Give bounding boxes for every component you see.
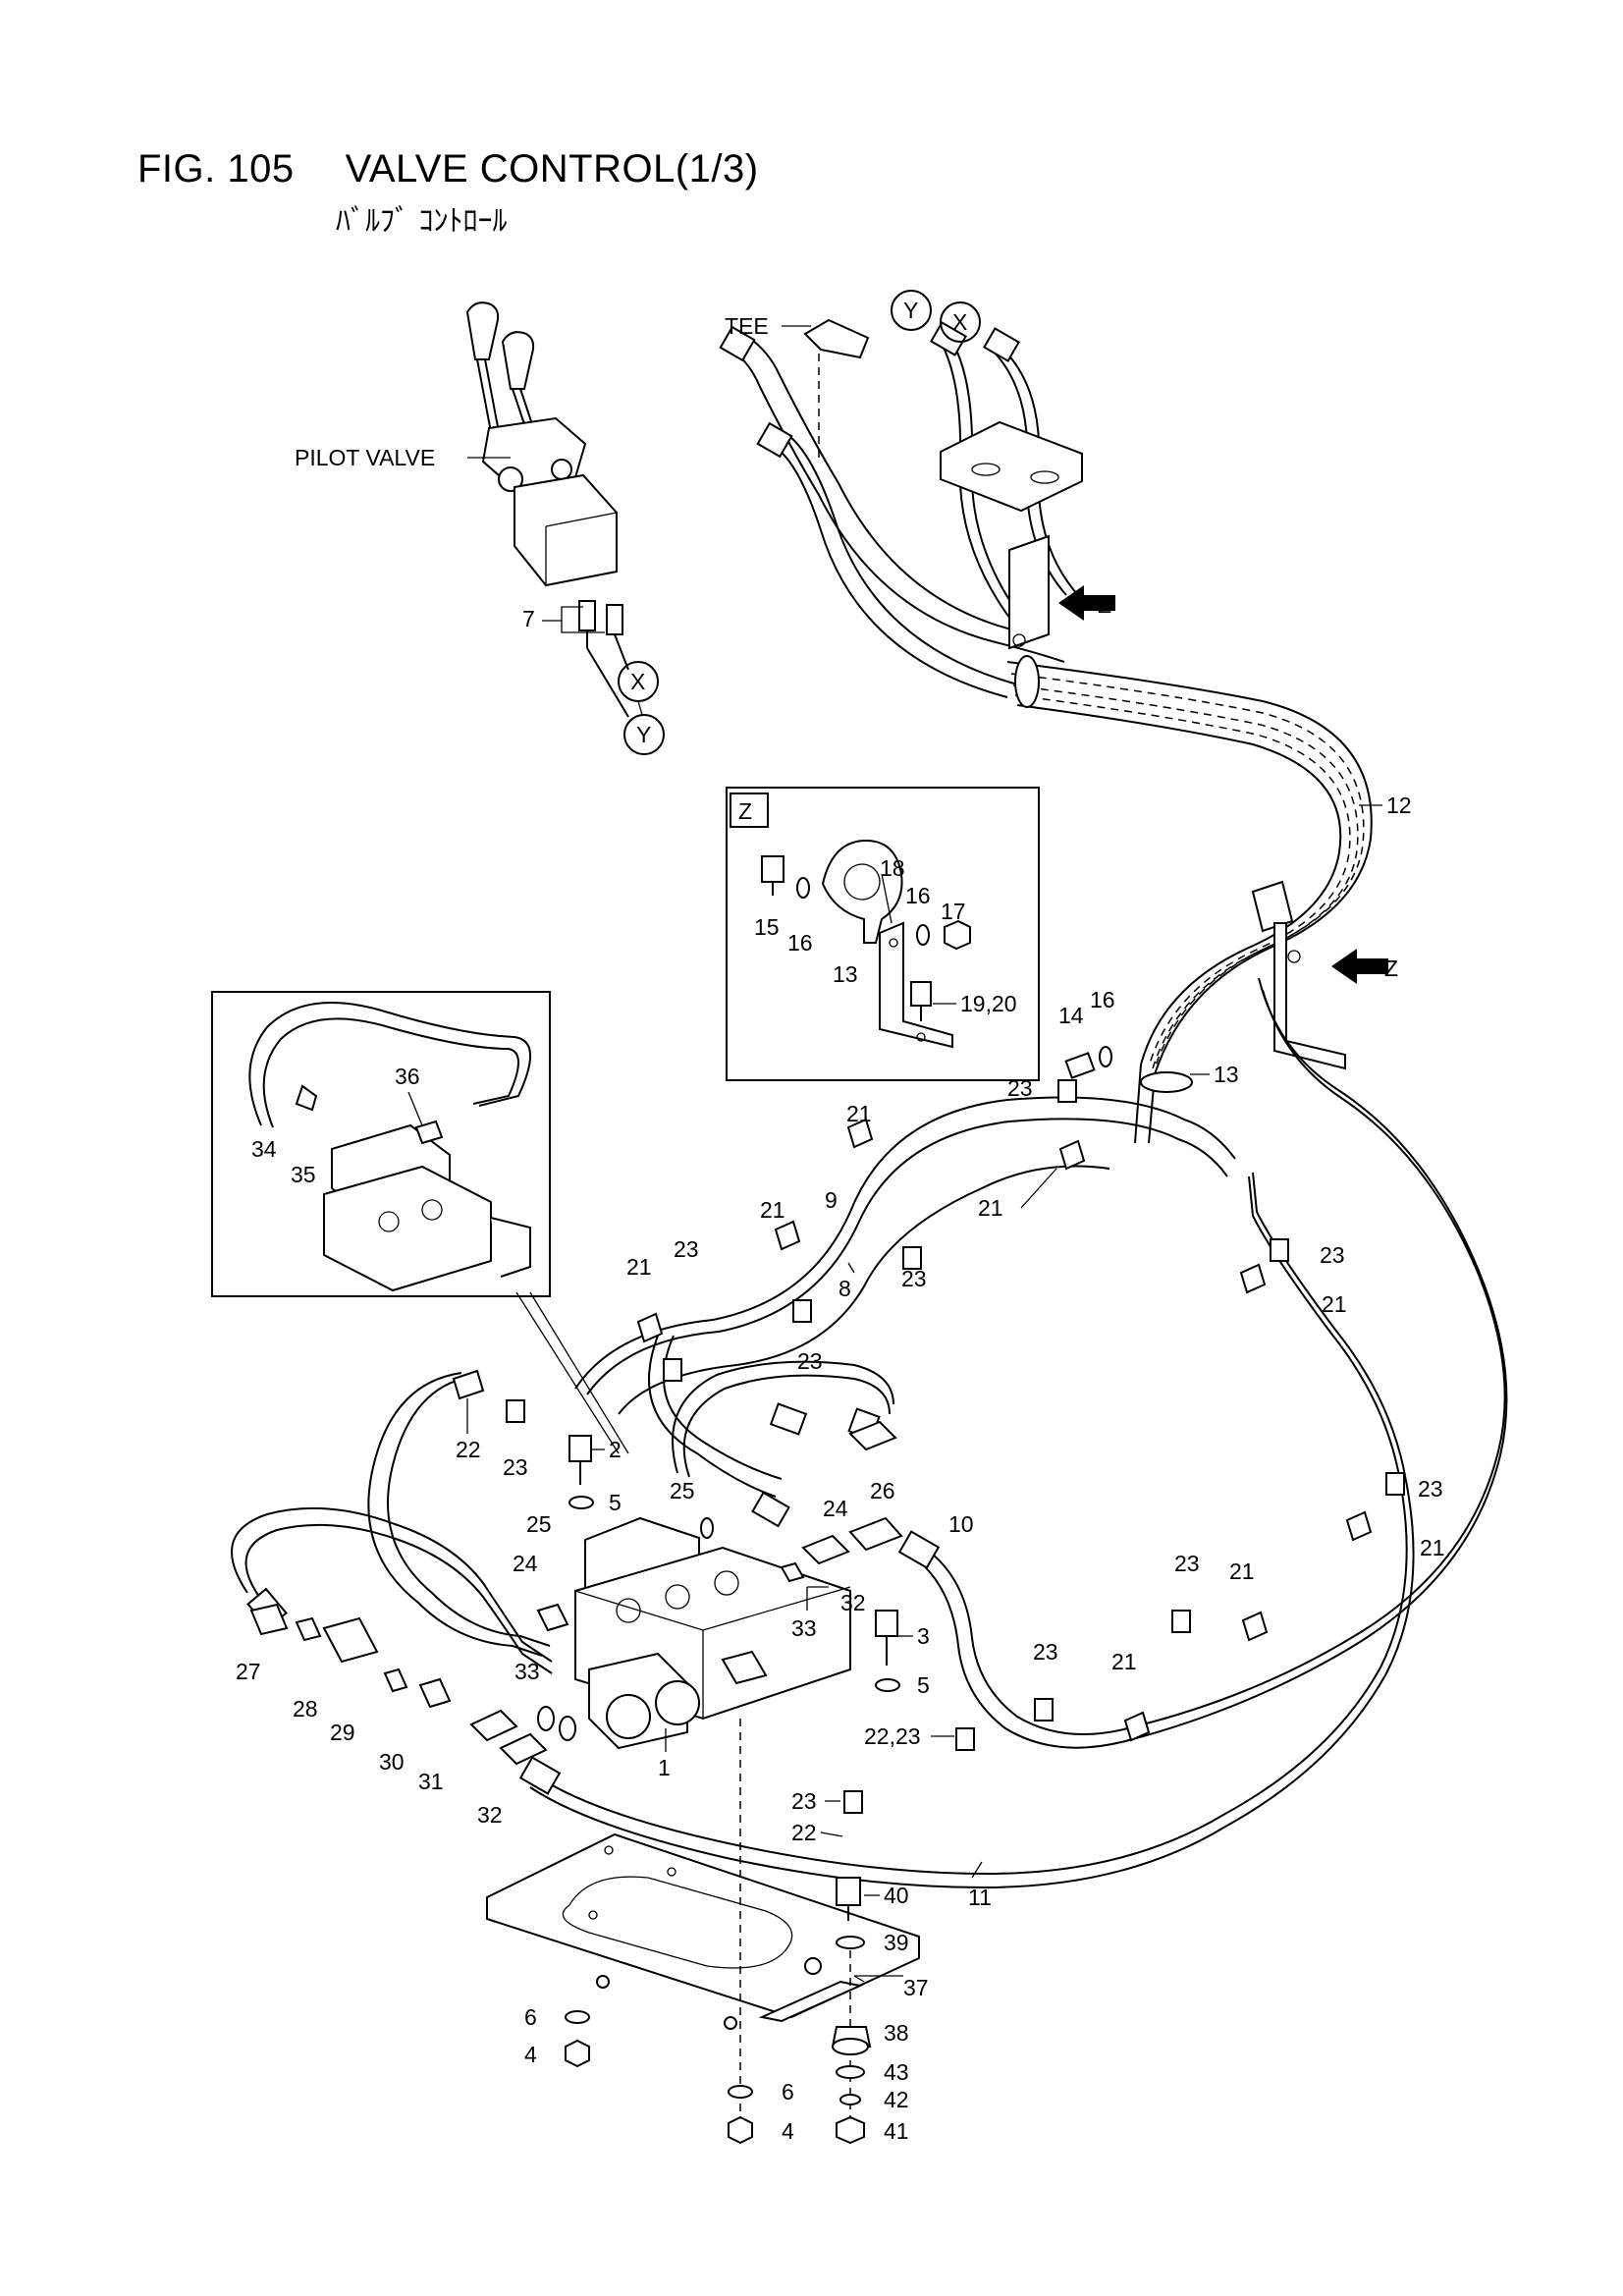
callout-29: 29	[330, 1720, 355, 1745]
callout-8: 8	[839, 1276, 851, 1301]
callout-23-j: 23	[791, 1788, 817, 1814]
figure-name: VALVE CONTROL(1/3)	[345, 147, 759, 191]
fitting-chain	[249, 1603, 452, 1709]
callout-21-c: 21	[626, 1254, 652, 1280]
callout-35: 35	[291, 1162, 316, 1187]
callout-13-detail: 13	[833, 961, 858, 987]
callout-10: 10	[948, 1511, 974, 1537]
callout-21-d: 21	[978, 1195, 1003, 1221]
callout-23-c: 23	[797, 1348, 823, 1374]
callout-6-bottom: 6	[782, 2079, 794, 2105]
callout-15: 15	[754, 914, 780, 940]
callout-22-bottom: 22	[791, 1820, 817, 1845]
callout-31: 31	[418, 1769, 444, 1794]
callout-30: 30	[379, 1749, 405, 1775]
callout-5-upper: 5	[609, 1490, 622, 1515]
callout-42: 42	[884, 2087, 909, 2112]
callout-26: 26	[870, 1478, 895, 1503]
callout-33-right: 33	[791, 1615, 817, 1641]
tee-label: TEE	[725, 313, 769, 339]
callout-25-right: 25	[670, 1478, 695, 1503]
callout-24-right: 24	[823, 1496, 848, 1521]
callout-43: 43	[884, 2059, 909, 2085]
callout-21-g: 21	[1229, 1558, 1255, 1584]
view-z-label-upper: Z	[1098, 592, 1111, 618]
callout-25-left: 25	[526, 1511, 552, 1537]
callout-16-detail-right: 16	[905, 883, 931, 908]
callout-18: 18	[880, 855, 905, 881]
callout-34: 34	[251, 1136, 277, 1162]
callout-28: 28	[293, 1696, 318, 1722]
callout-38: 38	[884, 2020, 909, 2046]
callout-32-left: 32	[477, 1802, 503, 1828]
ref-x-top: X	[952, 309, 967, 335]
callout-14: 14	[1058, 1003, 1084, 1028]
pilot-valve-assembly	[465, 301, 629, 718]
callout-1: 1	[658, 1755, 671, 1780]
callout-16-detail-left: 16	[787, 930, 813, 956]
callout-40: 40	[884, 1883, 909, 1908]
callout-23-e: 23	[503, 1454, 528, 1480]
view-arrow-icon	[1058, 585, 1115, 621]
figure-title: FIG. 105 VALVE CONTROL(1/3)	[137, 147, 759, 191]
callout-23-g: 23	[1418, 1476, 1443, 1502]
callout-23-a: 23	[1007, 1075, 1033, 1101]
ref-x-bottom: X	[630, 669, 645, 694]
callout-6-left: 6	[524, 2004, 537, 2030]
callout-41: 41	[884, 2118, 909, 2144]
protective-sleeve	[1006, 655, 1373, 1144]
callout-4-bottom: 4	[782, 2118, 794, 2144]
detail-z-box: Z	[726, 787, 1040, 1081]
callout-23-f: 23	[1320, 1242, 1345, 1268]
ref-y-top: Y	[903, 298, 918, 323]
callout-23-i: 23	[1033, 1639, 1058, 1665]
callout-23-d: 23	[674, 1236, 699, 1262]
callout-39: 39	[884, 1930, 909, 1955]
detail-z-label: Z	[738, 798, 752, 824]
hose-clamps	[452, 1118, 1373, 1742]
callout-23-b: 23	[901, 1266, 927, 1291]
callout-11: 11	[968, 1885, 992, 1910]
view-z-label-lower: Z	[1384, 956, 1398, 981]
figure-subtitle: ﾊﾞﾙﾌﾞ ｺﾝﾄﾛｰﾙ	[336, 204, 508, 239]
mounting-plate	[486, 1832, 920, 2030]
callout-21-a: 21	[846, 1101, 872, 1126]
callout-13: 13	[1214, 1062, 1239, 1087]
pilot-valve-label: PILOT VALVE	[295, 445, 435, 470]
callout-17: 17	[941, 899, 966, 924]
callout-36: 36	[395, 1064, 420, 1089]
detail-inset-box	[211, 991, 551, 1297]
callout-37: 37	[903, 1975, 929, 2000]
bolts-23	[506, 1079, 1405, 1814]
tee-and-pilot-hoses	[719, 318, 1083, 698]
callout-32-right: 32	[840, 1590, 866, 1615]
callout-3: 3	[917, 1623, 930, 1649]
callout-7: 7	[522, 606, 535, 631]
callout-21-f: 21	[1420, 1535, 1445, 1560]
callout-9: 9	[825, 1187, 838, 1213]
control-valve-block	[574, 1516, 851, 1750]
callout-27: 27	[236, 1659, 261, 1684]
callout-21-e: 21	[1322, 1291, 1347, 1317]
callout-21-b: 21	[760, 1197, 785, 1223]
callout-22-23: 22,23	[864, 1723, 921, 1749]
callout-22-left: 22	[456, 1437, 481, 1462]
callout-4-left: 4	[524, 2042, 537, 2067]
callout-19-20: 19,20	[960, 991, 1017, 1016]
callout-21-h: 21	[1111, 1649, 1137, 1674]
figure-number: FIG. 105	[137, 147, 295, 191]
callout-23-h: 23	[1174, 1551, 1200, 1576]
ref-y-bottom: Y	[636, 722, 651, 747]
callout-12: 12	[1386, 793, 1412, 818]
view-arrow-icon	[1331, 949, 1388, 984]
callout-24-left: 24	[513, 1551, 538, 1576]
callout-5-lower: 5	[917, 1672, 930, 1698]
hydraulic-hose-routing	[231, 977, 1508, 1889]
callout-2: 2	[609, 1437, 622, 1462]
callout-16-upper: 16	[1090, 987, 1115, 1012]
